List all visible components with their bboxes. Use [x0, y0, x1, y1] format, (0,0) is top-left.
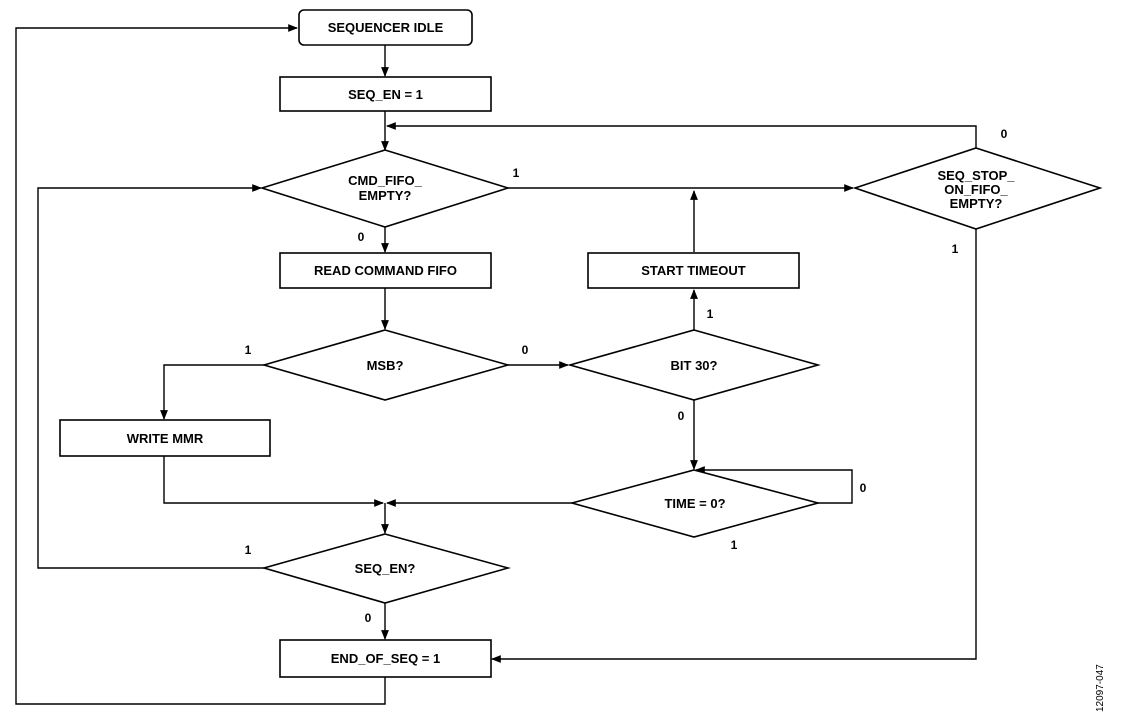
node-label-line-1: CMD_FIFO_ — [348, 173, 422, 188]
edge-label-seq-stop-no: 0 — [1001, 127, 1008, 141]
node-label: READ COMMAND FIFO — [314, 263, 457, 278]
node-seq-stop-on-fifo-empty: SEQ_STOP_ ON_FIFO_ EMPTY? — [852, 147, 1103, 230]
edge-time-zero-loop — [695, 466, 853, 504]
node-msb: MSB? — [261, 329, 511, 401]
node-read-command-fifo: READ COMMAND FIFO — [279, 252, 492, 289]
edge-label-cmd-fifo-yes: 1 — [513, 166, 520, 180]
node-sequencer-idle: SEQUENCER IDLE — [298, 9, 473, 46]
edge-label-seq-en-no: 0 — [365, 611, 372, 625]
node-label: SEQ_EN? — [355, 561, 416, 576]
edge-label-msb-no: 0 — [522, 343, 529, 357]
connectors — [15, 24, 977, 705]
node-write-mmr: WRITE MMR — [59, 419, 271, 457]
edge-write-mmr-to-merge — [163, 456, 384, 507]
node-seq-en-set: SEQ_EN = 1 — [279, 76, 492, 112]
edge-label-bit30-no: 0 — [678, 409, 685, 423]
node-label-line-3: EMPTY? — [950, 196, 1003, 211]
node-label: START TIMEOUT — [641, 263, 746, 278]
edge-seq-stop-to-end-of-seq — [491, 229, 977, 663]
node-label-line-1: SEQ_STOP_ — [937, 168, 1015, 183]
edge-label-time-zero-no: 0 — [860, 481, 867, 495]
edge-label-time-zero-yes: 1 — [731, 538, 738, 552]
node-label: BIT 30? — [671, 358, 718, 373]
edge-end-of-seq-to-idle — [15, 24, 386, 705]
figure-id: 12097-047 — [1095, 664, 1106, 712]
node-label: END_OF_SEQ = 1 — [331, 651, 440, 666]
node-end-of-seq: END_OF_SEQ = 1 — [279, 639, 492, 678]
edge-seq-en-check-to-cmd-fifo — [37, 184, 264, 569]
edge-label-cmd-fifo-no: 0 — [358, 230, 365, 244]
node-label: SEQ_EN = 1 — [348, 87, 423, 102]
edge-label-seq-en-yes: 1 — [245, 543, 252, 557]
node-bit-30: BIT 30? — [567, 329, 821, 401]
edge-label-bit30-yes: 1 — [707, 307, 714, 321]
node-label: WRITE MMR — [127, 431, 204, 446]
node-label: MSB? — [367, 358, 404, 373]
node-start-timeout: START TIMEOUT — [587, 252, 800, 289]
edge-seq-stop-to-cmd-fifo — [386, 122, 977, 148]
node-label-line-2: EMPTY? — [359, 188, 412, 203]
edge-labels: 1 0 0 1 1 0 1 0 0 1 1 0 — [245, 127, 1008, 625]
node-seq-en-check: SEQ_EN? — [261, 533, 511, 604]
edge-label-seq-stop-yes: 1 — [952, 242, 959, 256]
edge-msb-to-write-mmr — [160, 364, 264, 420]
node-cmd-fifo-empty: CMD_FIFO_ EMPTY? — [259, 149, 511, 228]
node-label-line-2: ON_FIFO_ — [944, 182, 1008, 197]
node-label: SEQUENCER IDLE — [328, 20, 444, 35]
edge-label-msb-yes: 1 — [245, 343, 252, 357]
node-time-zero: TIME = 0? — [568, 469, 822, 538]
node-label: TIME = 0? — [664, 496, 725, 511]
